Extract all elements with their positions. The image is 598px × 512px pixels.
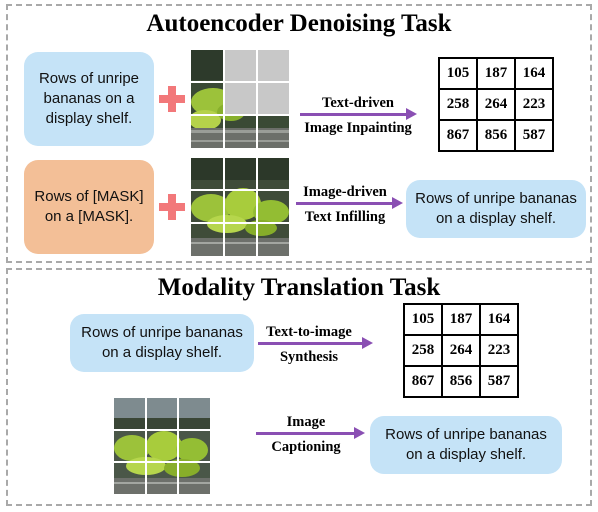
t2i-arrow: [258, 337, 373, 349]
t2i-label-line1: Text-to-image: [266, 324, 352, 340]
text-input-box-2: Rows of unripe bananas on a display shel…: [70, 314, 254, 372]
infilling-label-line2: Text Infilling: [304, 209, 386, 225]
token-cell: 867: [438, 119, 478, 152]
token-cell: 264: [441, 334, 481, 367]
text-input-box: Rows of unripe bananas on a display shel…: [24, 52, 154, 146]
infilling-arrow: [296, 197, 403, 209]
token-cell: 164: [514, 57, 554, 90]
token-cell: 187: [441, 303, 481, 336]
captioning-arrow: [256, 427, 365, 439]
token-cell: 223: [514, 88, 554, 121]
captioning-label-line1: Image: [286, 414, 326, 430]
masked-text-box: Rows of [MASK] on a [MASK].: [24, 160, 154, 254]
token-cell: 856: [441, 365, 481, 398]
autoencoder-panel: [6, 4, 592, 263]
token-cell: 867: [403, 365, 443, 398]
inpainting-label-line2: Image Inpainting: [304, 120, 412, 136]
token-cell: 587: [514, 119, 554, 152]
autoencoder-title: Autoencoder Denoising Task: [146, 10, 452, 37]
inpainting-arrow: [300, 108, 417, 120]
modality-translation-panel: [6, 268, 592, 506]
plus-icon: [159, 194, 185, 220]
token-cell: 187: [476, 57, 516, 90]
modality-translation-title: Modality Translation Task: [157, 274, 441, 301]
banana-patch-image: [191, 158, 289, 256]
token-cell: 264: [476, 88, 516, 121]
infilling-output-box: Rows of unripe bananas on a display shel…: [406, 180, 586, 238]
token-cell: 105: [438, 57, 478, 90]
token-cell: 856: [476, 119, 516, 152]
infilling-label-line1: Image-driven: [303, 184, 387, 200]
token-cell: 223: [479, 334, 519, 367]
token-cell: 258: [403, 334, 443, 367]
caption-output-box: Rows of unripe bananas on a display shel…: [370, 416, 562, 474]
token-cell: 164: [479, 303, 519, 336]
t2i-label-line2: Synthesis: [279, 349, 339, 365]
inpainting-label-line1: Text-driven: [322, 95, 394, 111]
banana-caption-image: [114, 398, 210, 494]
token-cell: 105: [403, 303, 443, 336]
plus-icon: [159, 86, 185, 112]
masked-banana-image: [191, 50, 289, 148]
token-cell: 587: [479, 365, 519, 398]
captioning-label-line2: Captioning: [271, 439, 341, 455]
token-cell: 258: [438, 88, 478, 121]
